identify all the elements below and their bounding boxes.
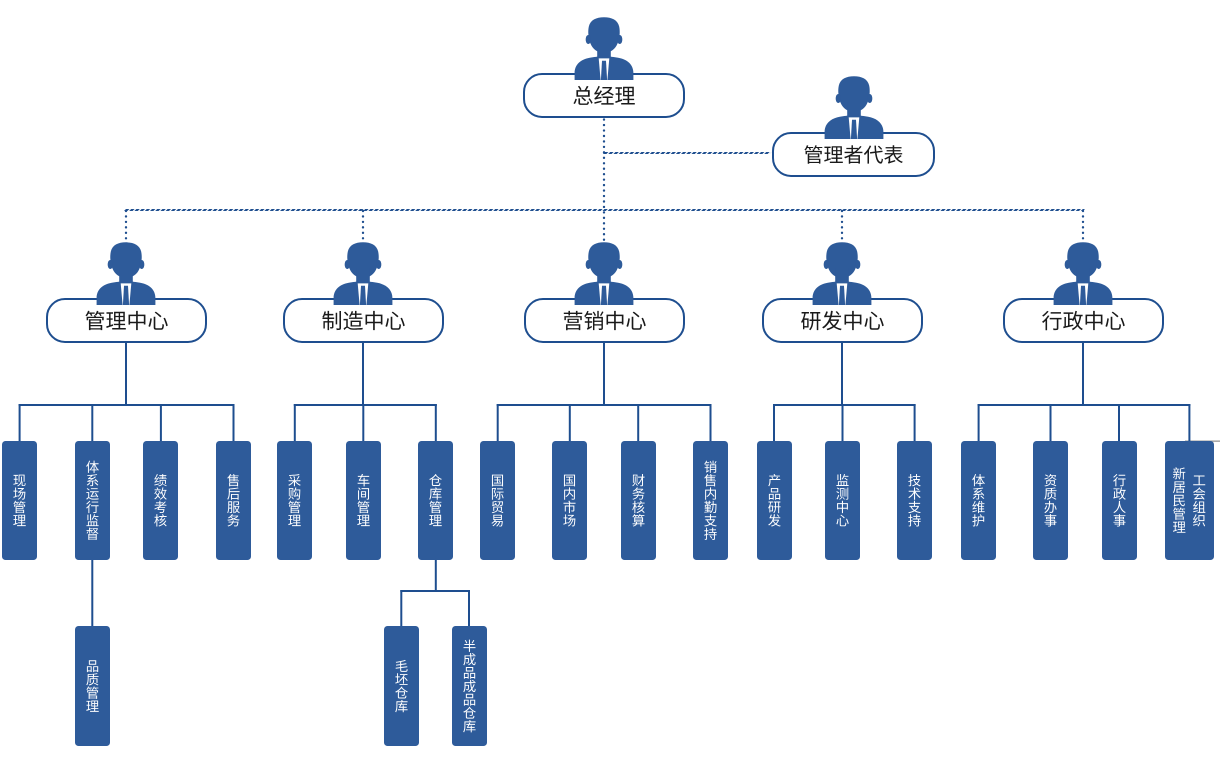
dept-label-glyphs: [154, 474, 168, 527]
dept-financial-accounting[interactable]: 财务核算: [620, 441, 656, 560]
dept-label-glyphs: [288, 474, 302, 527]
dept-label-glyphs: [1112, 473, 1126, 527]
dept-label-glyphs: [1044, 474, 1057, 527]
dept-admin-hr[interactable]: 行政人事: [1101, 441, 1137, 560]
dept-workshop-management[interactable]: 车间管理: [345, 441, 381, 560]
dept-label-glyphs: [227, 473, 240, 527]
dept-label-glyphs: [85, 460, 99, 540]
dept-procurement-management[interactable]: 采购管理: [277, 441, 313, 560]
node-manufacturing-center[interactable]: 制造中心: [282, 242, 444, 343]
node-label-glyphs: [573, 85, 635, 105]
dept-label-glyphs: [395, 659, 408, 712]
dept-sales-office-support[interactable]: 销售内勤支持: [693, 441, 728, 560]
dept-label-glyphs: [836, 474, 849, 527]
node-marketing-center[interactable]: 营销中心: [523, 242, 685, 343]
dept-system-maintenance[interactable]: 体系维护: [961, 441, 997, 560]
dept-label-glyphs: [704, 460, 717, 540]
dept-label-glyphs: [631, 473, 645, 527]
person-icon: [333, 242, 393, 305]
node-rd-center[interactable]: 研发中心: [761, 242, 923, 343]
node-box: [1002, 298, 1164, 343]
dept-technical-support[interactable]: 技术支持: [897, 441, 933, 560]
dept-after-sales-service[interactable]: 售后服务: [216, 441, 251, 560]
dept-blank-warehouse[interactable]: 毛坯仓库: [383, 625, 419, 746]
node-box: [523, 298, 685, 343]
dept-label-glyphs: [908, 473, 921, 527]
person-icon: [574, 17, 634, 80]
node-label-glyphs: [1041, 310, 1125, 331]
dept-monitoring-center[interactable]: 监测中心: [825, 441, 860, 560]
node-management-representative[interactable]: 管理者代表: [772, 76, 935, 177]
dept-product-rd[interactable]: 产品研发: [756, 441, 792, 560]
dept-label-glyphs: [13, 474, 26, 527]
node-label-glyphs: [563, 310, 646, 331]
dept-label-glyphs: [563, 474, 576, 527]
dept-label-glyphs: [972, 474, 985, 527]
person-icon: [574, 242, 634, 305]
dept-domestic-market[interactable]: 国内市场: [552, 441, 588, 560]
dept-label-glyphs: [86, 659, 99, 712]
dept-international-trade[interactable]: 国际贸易: [480, 441, 516, 560]
dept-warehouse-management[interactable]: 仓库管理: [418, 441, 454, 560]
node-label-glyphs: [800, 310, 884, 331]
person-icon: [96, 242, 156, 305]
dept-site-management[interactable]: 现场管理: [2, 441, 38, 560]
dept-qualification-affairs[interactable]: 资质办事: [1033, 441, 1068, 560]
person-icon: [824, 76, 883, 139]
node-box: [45, 298, 207, 343]
dept-label-glyphs: [767, 473, 781, 527]
node-label-glyphs: [84, 310, 168, 331]
dotted-dash-layer: [124, 152, 1085, 211]
dept-semifinished-finished-warehouse[interactable]: 半成品成品仓库: [451, 625, 487, 746]
person-icon: [1053, 242, 1113, 305]
dept-label-glyphs: [491, 474, 504, 527]
node-administration-center[interactable]: 行政中心: [1002, 242, 1164, 343]
dept-quality-management[interactable]: 品质管理: [74, 625, 110, 746]
node-general-manager[interactable]: 总经理: [523, 17, 685, 118]
node-box: [761, 298, 923, 343]
node-management-center[interactable]: 管理中心: [45, 242, 207, 343]
dept-performance-assessment[interactable]: 绩效考核: [143, 441, 179, 560]
dept-system-operation-supervision[interactable]: 体系运行监督: [74, 441, 110, 560]
person-icon: [812, 242, 872, 305]
node-label-glyphs: [321, 310, 405, 331]
node-label-glyphs: [804, 145, 903, 164]
dept-label-glyphs: [1173, 467, 1206, 533]
dept-label-glyphs: [462, 639, 476, 732]
dept-label-glyphs: [429, 473, 443, 527]
dept-union-new-resident-management[interactable]: 工会组织新居民管理: [1165, 441, 1214, 560]
dept-label-glyphs: [357, 473, 370, 527]
